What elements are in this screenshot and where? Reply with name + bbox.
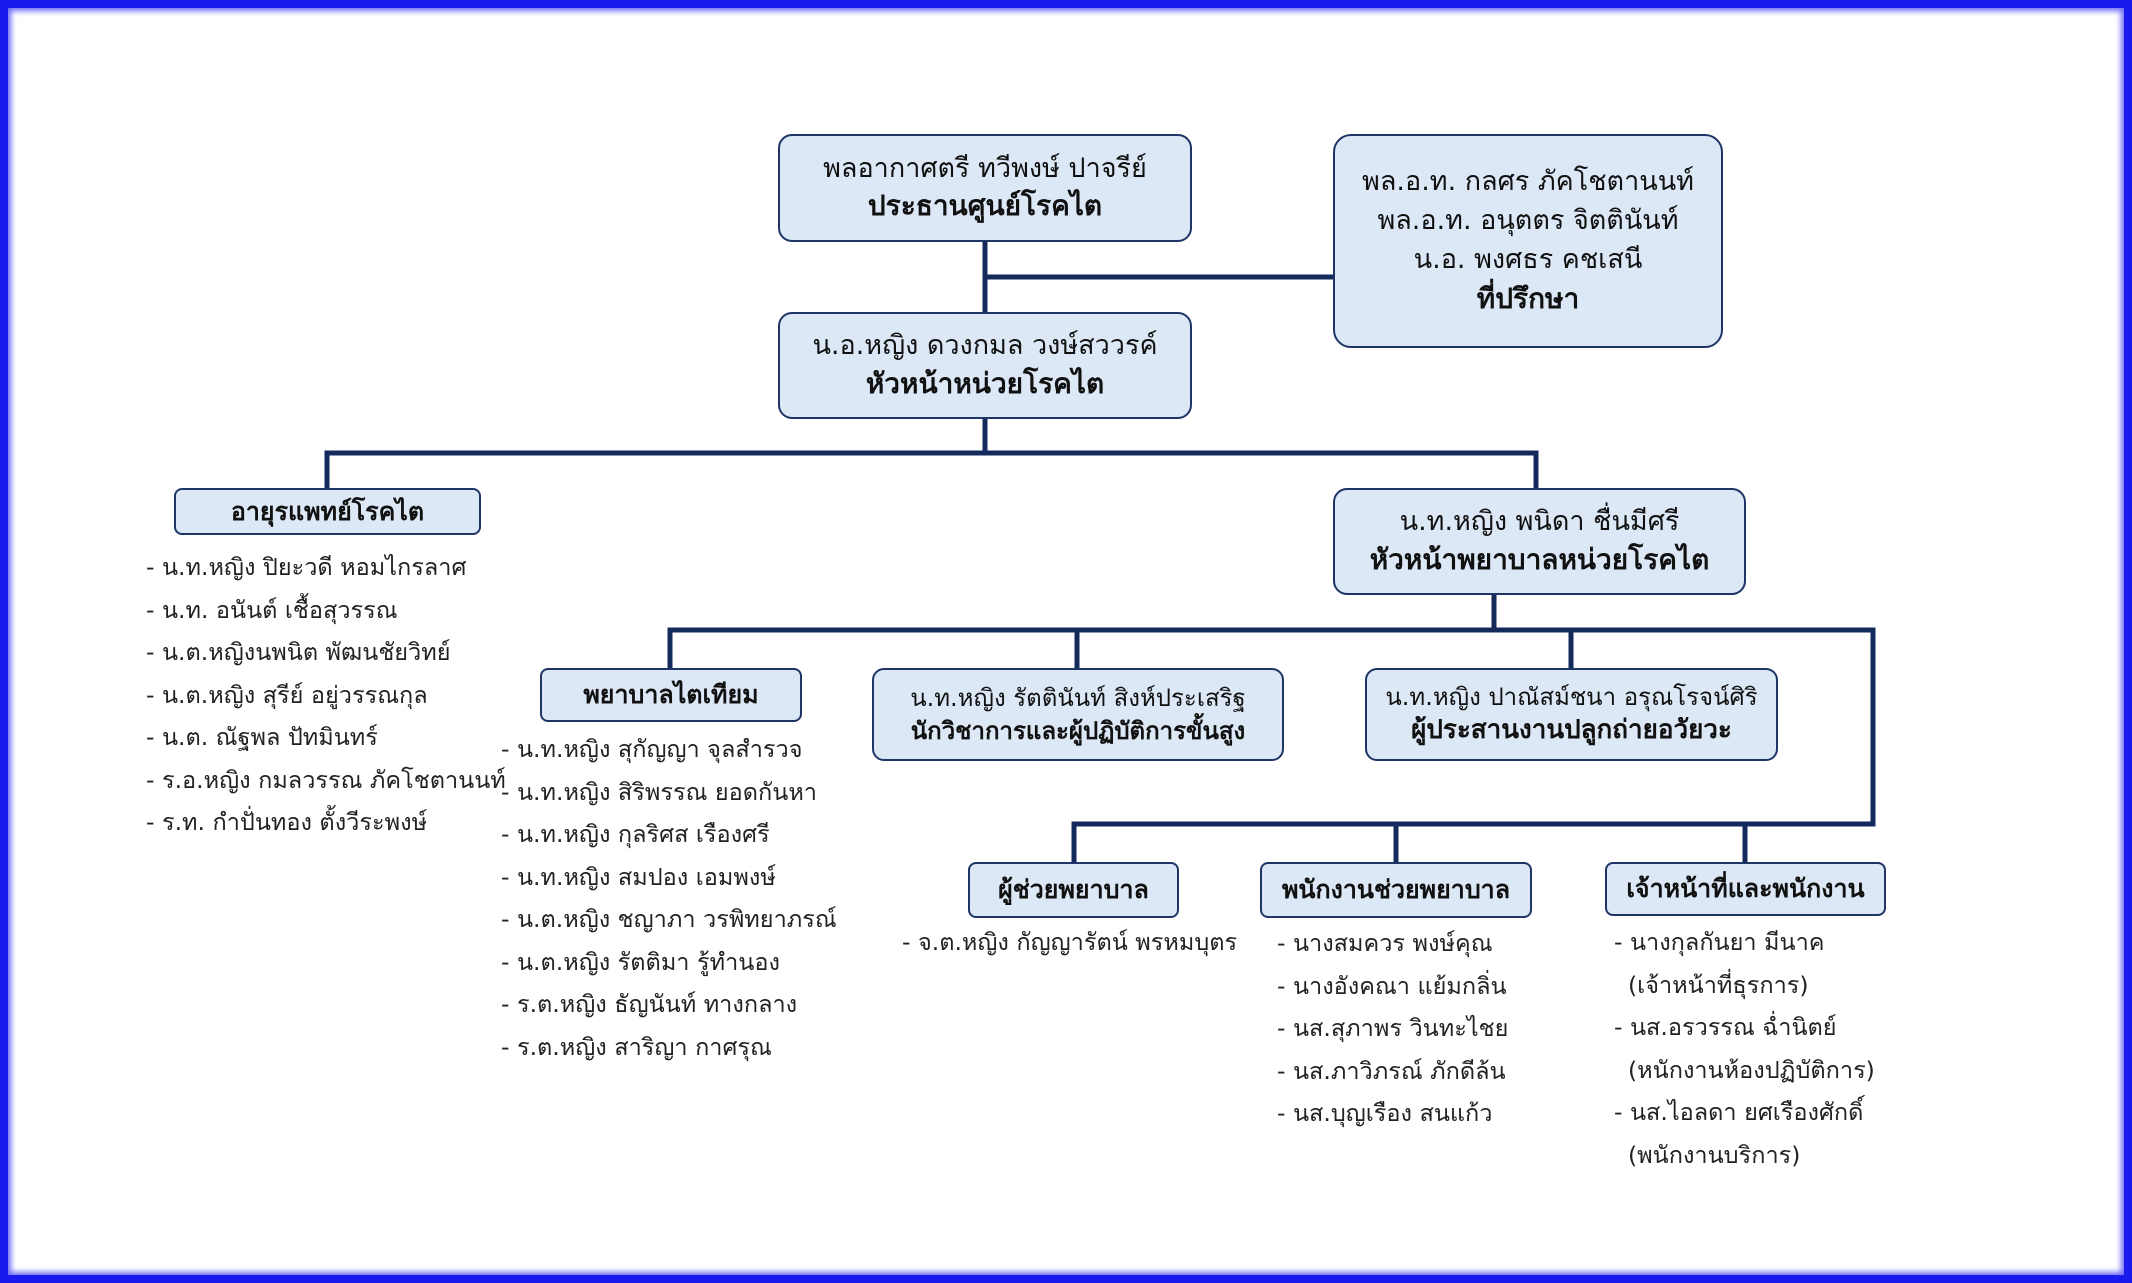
list-item: - ร.อ.หญิง กมลวรรณ ภัคโชตานนท์ (146, 765, 506, 794)
list-item: - นส.บุญเรือง สนแก้ว (1277, 1099, 1493, 1127)
assistant-nurses-title: ผู้ช่วยพยาบาล (998, 875, 1149, 905)
unit-head-name: น.อ.หญิง ดวงกมล วงษ์สววรค์ (812, 330, 1158, 362)
list-item: - น.ท.หญิง สิริพรรณ ยอดกันหา (501, 777, 817, 806)
staff-list: - นางกุลกันยา มีนาค (เจ้าหน้าที่ธุรการ) … (1614, 921, 1875, 1176)
unit-head-title: หัวหน้าหน่วยโรคไต (865, 366, 1105, 400)
list-item: - นส.อรวรรณ ฉ่ำนิตย์ (1614, 1013, 1837, 1041)
unit-head-box: น.อ.หญิง ดวงกมล วงษ์สววรค์ หัวหน้าหน่วยโ… (778, 312, 1192, 419)
list-item: - นางอังคณา แย้มกลิ่น (1277, 971, 1507, 1000)
list-item: - น.ต.หญิง รัตติมา รู้ทำนอง (501, 947, 780, 976)
chairman-box: พลอากาศตรี ทวีพงษ์ ปาจรีย์ ประธานศูนย์โร… (778, 134, 1192, 242)
head-nurse-title: หัวหน้าพยาบาลหน่วยโรคไต (1369, 542, 1710, 576)
list-item: (เจ้าหน้าที่ธุรการ) (1628, 970, 1809, 999)
nurse-aides-list: - นางสมควร พงษ์คุณ - นางอังคณา แย้มกลิ่น… (1277, 922, 1508, 1135)
list-item: - นส.ภาวิภรณ์ ภักดีล้น (1277, 1056, 1506, 1085)
physicians-box: อายุรแพทย์โรคไต (174, 488, 481, 535)
nurse-aides-box: พนักงานช่วยพยาบาล (1260, 862, 1532, 918)
list-item: - ร.ท. กำปั่นทอง ตั้งวีระพงษ์ (146, 808, 428, 836)
list-item: - น.ต.หญิง ชญาภา วรพิทยาภรณ์ (501, 905, 837, 933)
advisor-name: พล.อ.ท. อนุตตร จิตตินันท์ (1377, 205, 1679, 237)
assistant-nurses-list: - จ.ต.หญิง กัญญารัตน์ พรหมบุตร (902, 921, 1237, 964)
list-item: (พนักงานบริการ) (1628, 1140, 1801, 1169)
list-item: - นส.สุภาพร วินทะไชย (1277, 1014, 1509, 1042)
list-item: - น.ท.หญิง สมปอง เอมพงษ์ (501, 862, 776, 891)
physicians-list: - น.ท.หญิง ปิยะวดี หอมไกรลาศ - น.ท. อนัน… (146, 546, 506, 844)
nurse-aides-title: พนักงานช่วยพยาบาล (1281, 875, 1511, 905)
dialysis-nurses-box: พยาบาลไตเทียม (540, 668, 802, 722)
list-item: - นางกุลกันยา มีนาค (1614, 928, 1825, 956)
staff-title: เจ้าหน้าที่และพนักงาน (1626, 874, 1865, 904)
chairman-name: พลอากาศตรี ทวีพงษ์ ปาจรีย์ (823, 152, 1147, 184)
chairman-title: ประธานศูนย์โรคไต (867, 189, 1103, 223)
list-item: - น.ท. อนันต์ เชื้อสุวรรณ (146, 595, 398, 624)
staff-box: เจ้าหน้าที่และพนักงาน (1605, 862, 1886, 916)
list-item: - นางสมควร พงษ์คุณ (1277, 929, 1493, 957)
list-item: - จ.ต.หญิง กัญญารัตน์ พรหมบุตร (902, 928, 1238, 956)
advisor-name: พล.อ.ท. กลศร ภัคโชตานนท์ (1362, 165, 1694, 197)
list-item: - ร.ต.หญิง ธัญนันท์ ทางกลาง (501, 990, 798, 1018)
list-item: - น.ต.หญิง สุรีย์ อยู่วรรณกุล (146, 680, 428, 709)
advisors-box: พล.อ.ท. กลศร ภัคโชตานนท์ พล.อ.ท. อนุตตร … (1333, 134, 1723, 348)
physicians-title: อายุรแพทย์โรคไต (230, 496, 425, 526)
list-item: (หนักงานห้องปฏิบัติการ) (1628, 1055, 1875, 1084)
list-item: - น.ท.หญิง กุลริศส เรืองศรี (501, 820, 770, 848)
academic-name: น.ท.หญิง รัตตินันท์ สิงห์ประเสริฐ (910, 684, 1246, 713)
transplant-box: น.ท.หญิง ปาณัสม์ชนา อรุณโรจน์ศิริ ผู้ประ… (1365, 668, 1778, 761)
dialysis-nurses-list: - น.ท.หญิง สุกัญญา จุลสำรวจ - น.ท.หญิง ส… (501, 728, 837, 1068)
academic-box: น.ท.หญิง รัตตินันท์ สิงห์ประเสริฐ นักวิช… (872, 668, 1284, 761)
transplant-name: น.ท.หญิง ปาณัสม์ชนา อรุณโรจน์ศิริ (1385, 682, 1758, 711)
advisor-name: น.อ. พงศธร คชเสนี (1413, 244, 1643, 276)
head-nurse-box: น.ท.หญิง พนิดา ชื่นมีศรี หัวหน้าพยาบาลหน… (1333, 488, 1746, 595)
head-nurse-name: น.ท.หญิง พนิดา ชื่นมีศรี (1399, 506, 1680, 538)
advisors-title: ที่ปรึกษา (1476, 282, 1580, 316)
transplant-title: ผู้ประสานงานปลูกถ่ายอวัยวะ (1411, 715, 1732, 746)
list-item: - นส.ไอลดา ยศเรืองศักดิ์ (1614, 1098, 1864, 1126)
list-item: - ร.ต.หญิง สาริญา กาศรุณ (501, 1032, 772, 1061)
list-item: - น.ท.หญิง ปิยะวดี หอมไกรลาศ (146, 553, 467, 581)
assistant-nurses-box: ผู้ช่วยพยาบาล (968, 862, 1179, 918)
list-item: - น.ต. ณัฐพล ปัทมินทร์ (146, 723, 378, 751)
list-item: - น.ท.หญิง สุกัญญา จุลสำรวจ (501, 735, 803, 763)
list-item: - น.ต.หญิงนพนิต พัฒนชัยวิทย์ (146, 638, 451, 666)
academic-title: นักวิชาการและผู้ปฏิบัติการขั้นสูง (910, 716, 1246, 745)
dialysis-nurses-title: พยาบาลไตเทียม (583, 680, 759, 710)
